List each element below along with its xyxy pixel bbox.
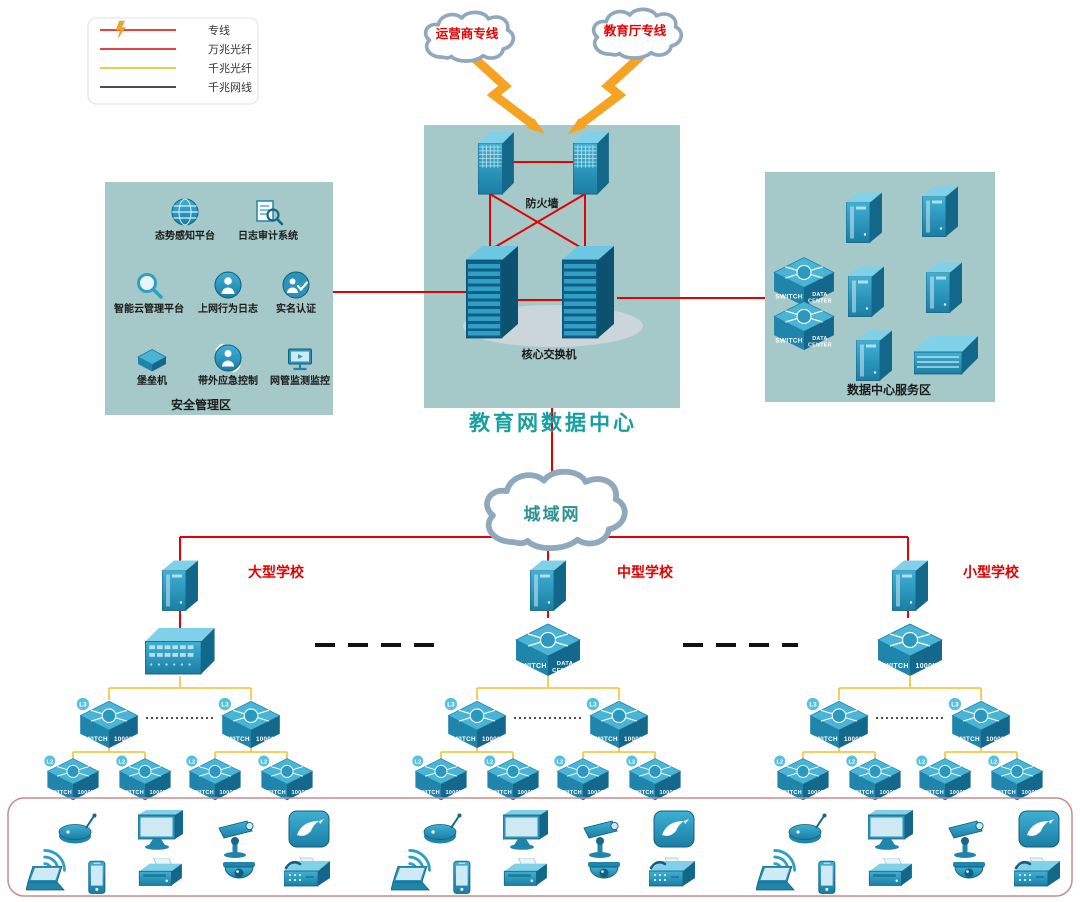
l2-switch-icon <box>258 755 313 800</box>
server-icon <box>848 266 884 317</box>
l2-switch-icon <box>626 755 681 800</box>
school-core-switch-icon <box>878 624 942 676</box>
isp-cloud-label: 运营商专线 <box>436 26 499 41</box>
firewall-icon <box>478 132 514 195</box>
security-item-label: 带外应急控制 <box>198 374 258 387</box>
security-item-label: 网管监测监控 <box>270 374 330 387</box>
server-icon <box>856 330 892 381</box>
school-gateway-icon <box>892 560 928 611</box>
l3-switch-icon <box>806 697 868 748</box>
terminal-group-3 <box>756 810 1060 893</box>
school-name: 大型学校 <box>248 564 305 580</box>
terminal-group-1 <box>26 810 330 893</box>
real-name-auth-icon <box>282 271 310 299</box>
situation-awareness-icon <box>171 198 199 226</box>
l3-switch-icon <box>948 697 1010 748</box>
security-item-label: 实名认证 <box>276 302 316 315</box>
school-small: 小型学校 <box>774 560 1043 801</box>
security-zone-title: 安全管理区 <box>171 397 231 412</box>
terminal-area-border <box>7 797 1073 897</box>
server-zone: 数据中心服务区 <box>774 186 978 397</box>
datacenter-title: 教育网数据中心 <box>469 411 637 435</box>
l3-switch-icon <box>218 697 280 748</box>
datacenter-panel <box>424 125 680 408</box>
l2-switch-icon <box>554 755 609 800</box>
l3-switch-icon <box>444 697 506 748</box>
core-switch-icon <box>466 246 518 339</box>
security-item-label: 堡垒机 <box>137 374 167 387</box>
bastion-host-icon <box>137 349 167 372</box>
school-large: 大型学校 <box>44 560 313 801</box>
edu-cloud-label: 教育厅专线 <box>603 23 667 38</box>
l2-switch-icon <box>116 755 171 800</box>
legend-label: 专线 <box>208 23 230 37</box>
school-core-switch-icon <box>516 624 580 676</box>
l2-switch-icon <box>774 755 829 800</box>
l2-switch-icon <box>412 755 467 800</box>
l2-switch-icon <box>484 755 539 800</box>
server-icon <box>926 262 962 313</box>
firewall-label: 防火墙 <box>526 196 559 210</box>
core-switch-label: 核心交换机 <box>522 347 577 361</box>
legend-bolt-icon <box>115 20 126 39</box>
security-zone: 态势感知平台 日志审计系统 智能云管理平台 上网行为日志 实名认证 <box>114 198 330 412</box>
school-name: 中型学校 <box>617 564 674 580</box>
cloud-management-icon <box>137 273 163 299</box>
l3-switch-icon <box>76 697 138 748</box>
l2-switch-icon <box>916 755 971 800</box>
out-of-band-control-icon <box>214 343 242 373</box>
security-item-label: 上网行为日志 <box>198 302 258 315</box>
l2-switch-icon <box>44 755 99 800</box>
server-zone-title: 数据中心服务区 <box>847 382 931 397</box>
legend: 专线 万兆光纤 千兆光纤 千兆网线 <box>87 17 259 105</box>
security-item-label: 日志审计系统 <box>238 229 298 242</box>
red-fiber-links <box>179 161 909 630</box>
server-icon <box>846 192 882 243</box>
behavior-log-icon <box>214 271 242 299</box>
security-item-label: 态势感知平台 <box>155 229 215 242</box>
core-switch-icon <box>562 246 614 339</box>
school-gateway-icon <box>162 560 198 611</box>
legend-label: 万兆光纤 <box>208 42 252 56</box>
terminal-group-2 <box>391 810 695 893</box>
network-monitoring-icon <box>288 348 312 371</box>
school-name: 小型学校 <box>963 564 1020 580</box>
server-icon <box>922 186 958 237</box>
legend-label: 千兆网线 <box>208 80 252 94</box>
security-panel <box>105 182 333 415</box>
log-audit-icon <box>256 200 284 226</box>
school-core-device-icon <box>144 628 216 675</box>
firewall-icon <box>573 132 609 195</box>
l2-switch-icon <box>988 755 1043 800</box>
l2-switch-icon <box>186 755 241 800</box>
l3-switch-icon <box>586 697 648 748</box>
legend-label: 千兆光纤 <box>208 61 252 75</box>
dedicated-line-bolt-icon <box>568 52 645 134</box>
dashed-continuation-lines <box>146 643 944 719</box>
school-medium: 中型学校 <box>412 560 681 801</box>
security-item-label: 智能云管理平台 <box>114 302 184 315</box>
legend-box <box>87 17 259 105</box>
dedicated-line-bolt-icon <box>468 52 545 134</box>
man-cloud-label: 城域网 <box>524 504 581 524</box>
l2-switch-icon <box>846 755 901 800</box>
school-gateway-icon <box>530 560 566 611</box>
